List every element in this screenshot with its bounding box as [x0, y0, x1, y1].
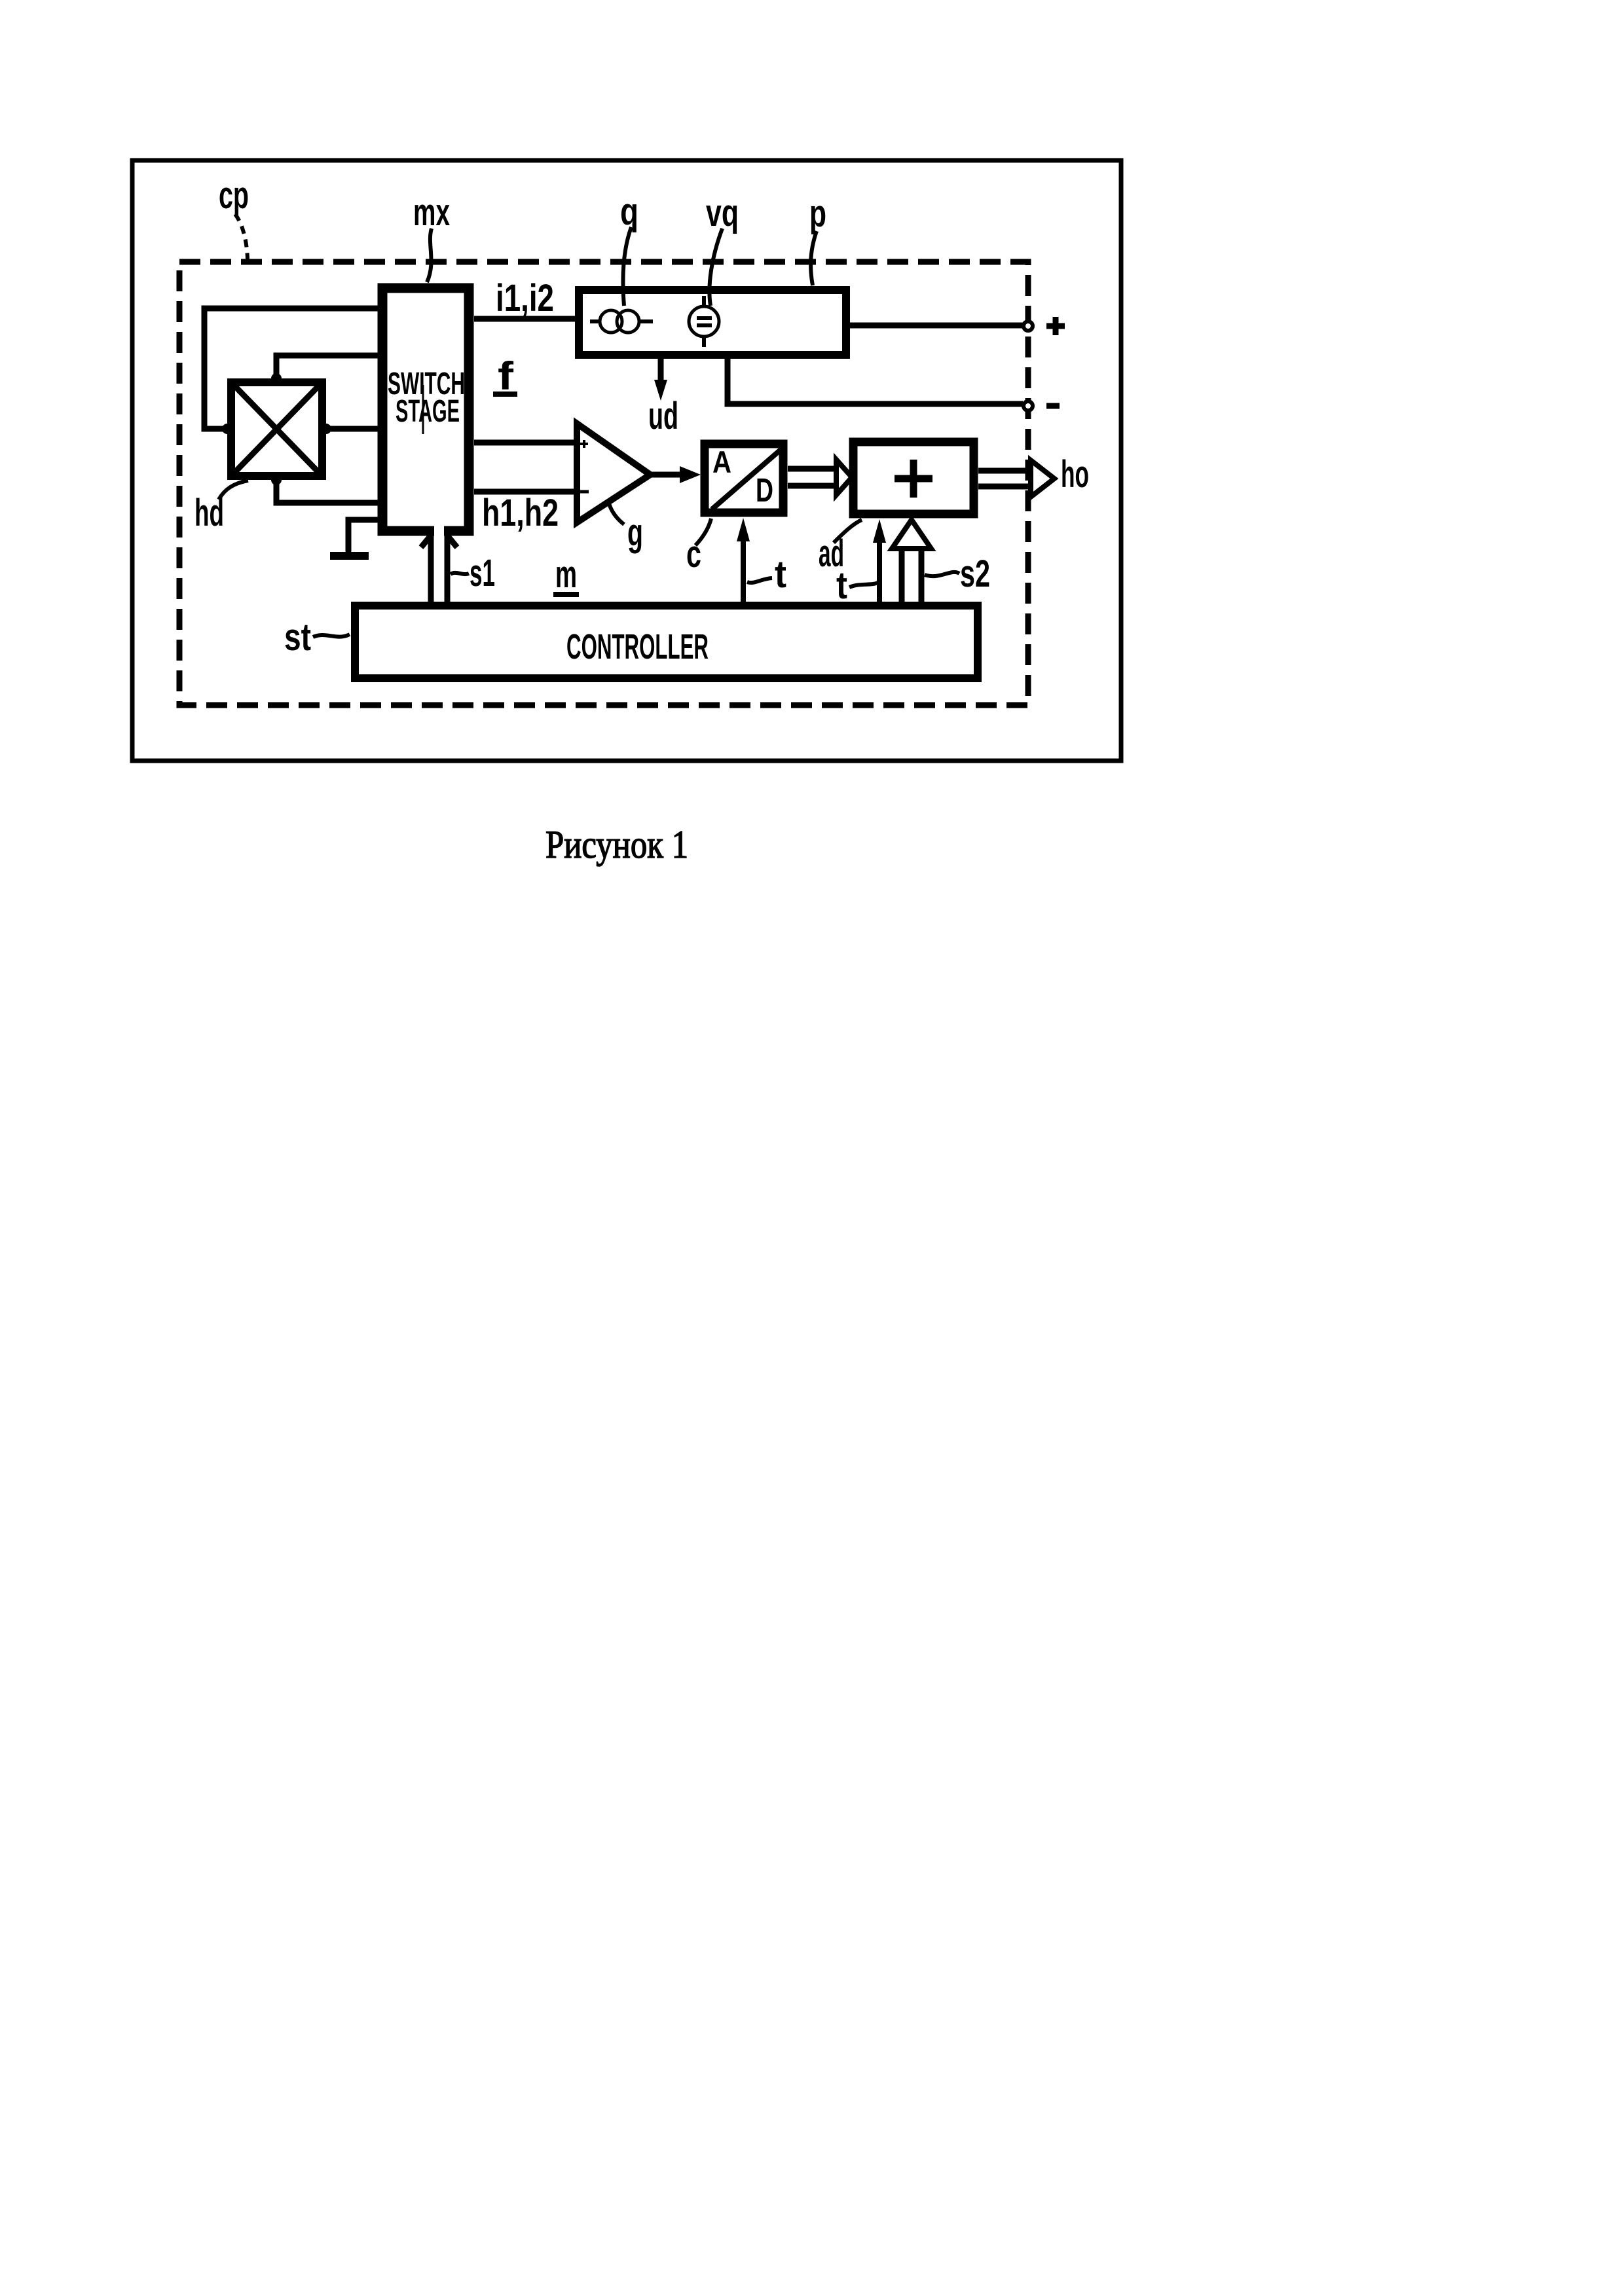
svg-text:t: t — [836, 564, 847, 607]
svg-text:A: A — [712, 445, 731, 479]
svg-text:q: q — [620, 191, 638, 233]
svg-text:hd: hd — [194, 492, 224, 534]
svg-text:s2: s2 — [960, 553, 990, 595]
svg-text:h1,h2: h1,h2 — [482, 492, 559, 534]
svg-text:CONTROLLER: CONTROLLER — [566, 627, 709, 666]
svg-text:i1,i2: i1,i2 — [496, 277, 554, 319]
svg-text:st: st — [284, 616, 311, 659]
svg-text:SWITCH: SWITCH — [388, 367, 465, 401]
svg-text:m: m — [555, 553, 577, 596]
svg-text:c: c — [686, 533, 701, 575]
svg-text:f: f — [498, 354, 514, 398]
svg-text:ud: ud — [648, 395, 678, 437]
svg-text:ho: ho — [1061, 453, 1089, 496]
svg-text:STAGE: STAGE — [396, 394, 460, 429]
svg-text:D: D — [756, 471, 773, 509]
svg-text:g: g — [627, 511, 643, 554]
svg-text:ad: ad — [819, 532, 844, 575]
svg-text:mx: mx — [413, 191, 450, 234]
svg-text:t: t — [775, 553, 786, 596]
svg-text:vq: vq — [706, 192, 739, 234]
svg-text:cp: cp — [219, 174, 249, 217]
svg-text:s1: s1 — [470, 552, 495, 594]
svg-text:p: p — [809, 192, 826, 235]
svg-text:Рисунок 1: Рисунок 1 — [545, 823, 688, 866]
